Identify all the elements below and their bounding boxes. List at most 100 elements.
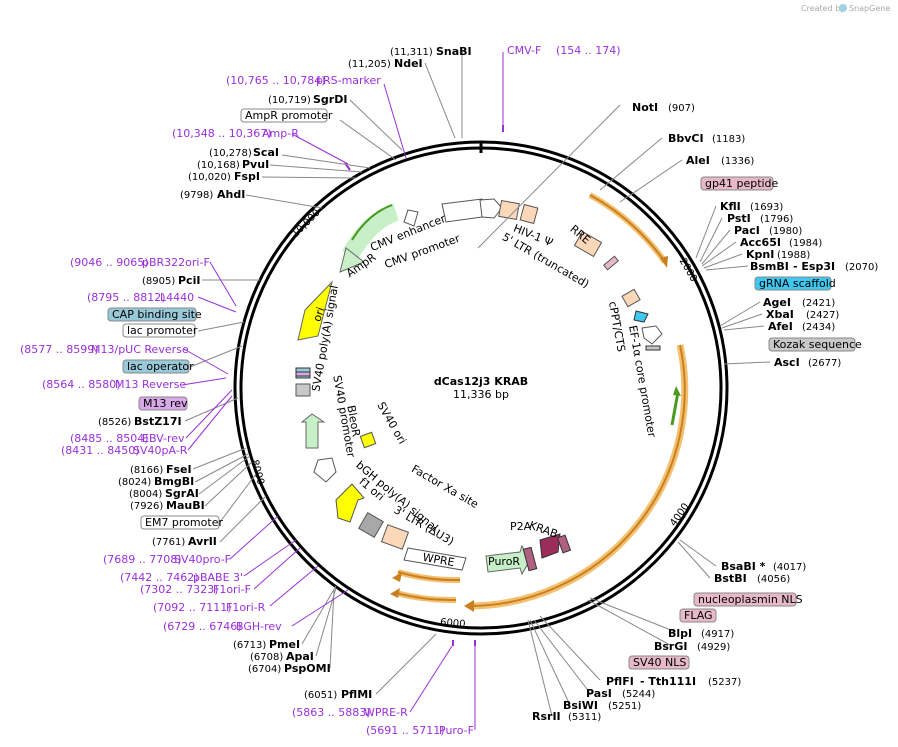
kpni-pos: (1988) <box>777 250 810 261</box>
fspi-pos: (10,020) <box>188 172 231 183</box>
bstbi-name: BstBI <box>714 572 747 585</box>
pflfi-pos: (5237) <box>708 677 741 688</box>
snapgene-logo-icon <box>839 4 847 12</box>
rre-feature <box>573 230 603 258</box>
ebv-range: (8485 .. 8504) <box>70 432 149 445</box>
ampr-name: Amp-R <box>262 127 299 140</box>
krab-feature <box>539 533 561 559</box>
snabi-name: SnaBI <box>436 45 472 58</box>
pflmi-pos: (6051) <box>304 690 337 701</box>
agei-pos: (2421) <box>802 298 835 309</box>
pbr-range: (9046 .. 9065) <box>70 256 149 269</box>
bsiwi-pos: (5251) <box>608 701 641 712</box>
kfli-name: KflI <box>720 200 741 213</box>
kpni-name: KpnI <box>746 248 774 261</box>
em7-box <box>140 515 220 530</box>
fspi-name: FspI <box>234 170 260 183</box>
apai-pos: (6708) <box>250 652 283 663</box>
prs-range: (10,765 .. 10,784) <box>226 74 326 87</box>
sv40pro-name: SV40pro-F <box>174 553 231 566</box>
pvui-pos: (10,168) <box>197 160 240 171</box>
pbabe-name: pBABE 3' <box>193 571 243 584</box>
ef1a-arrow <box>670 391 680 426</box>
pcii-name: PciI <box>178 274 200 287</box>
scai-name: ScaI <box>253 146 279 159</box>
tick-4000: 4000 <box>668 501 692 528</box>
bbvci-pos: (1183) <box>712 134 745 145</box>
sgrdi-pos: (10,719) <box>268 95 311 106</box>
bsabi-pos: (4017) <box>773 562 806 573</box>
pflfi-name: PflFI <box>606 675 634 688</box>
sv40pa-feature <box>295 383 311 397</box>
cap-box <box>107 307 197 322</box>
cmvf-range: (154 .. 174) <box>556 44 621 57</box>
wpre-feature <box>403 547 467 571</box>
label-krab: KRAB <box>527 519 559 541</box>
xbai-name: XbaI <box>766 308 794 321</box>
ahdi-name: AhdI <box>217 188 245 201</box>
fsei-name: FseI <box>166 463 192 476</box>
pflmi-name: PflMI <box>341 688 372 701</box>
blpi-name: BlpI <box>668 627 692 640</box>
bsabi-name: BsaBI * <box>721 560 766 573</box>
sv40pa-range: (8431 .. 8450) <box>61 444 140 457</box>
kozak-feature <box>645 345 661 351</box>
ampr-arc-inner <box>351 204 393 241</box>
amprp-box <box>240 108 328 123</box>
m13puc-name: M13/pUC Reverse <box>91 343 189 356</box>
lacp-label: lac promoter <box>127 324 198 337</box>
p2a-feature <box>522 546 538 572</box>
ndei-name: NdeI <box>394 57 423 70</box>
nls-box <box>693 592 797 607</box>
plasmid-size: 11,336 bp <box>453 388 509 401</box>
pasi-pos: (5244) <box>622 689 655 700</box>
pvui-name: PvuI <box>242 158 269 171</box>
label-factorxa: Factor Xa site <box>409 462 480 511</box>
ampr-range: (10,348 .. 10,367) <box>172 127 272 140</box>
f1orif-name: F1ori-F <box>213 583 251 596</box>
rsrii-pos: (5311) <box>568 712 601 723</box>
avrii-name: AvrII <box>188 535 217 548</box>
m13rev-range: (8564 .. 8580) <box>42 378 121 391</box>
hiv-psi-feature <box>519 203 539 225</box>
cmvf-name: CMV-F <box>507 44 541 57</box>
acc65i-name: Acc65I <box>740 236 781 249</box>
xbai-pos: (2427) <box>806 310 839 321</box>
sv40nls-box <box>628 655 690 670</box>
bbvci-name: BbvCI <box>668 132 704 145</box>
ampr-arc <box>342 203 400 260</box>
bstz-pos: (8526) <box>98 417 131 428</box>
gp41-arrowhead <box>660 256 668 268</box>
gp41-label: gp41 peptide <box>705 177 779 190</box>
esp3i-name: - Esp3I <box>793 260 835 273</box>
ef1a-arrowhead <box>673 386 681 396</box>
em7-label: EM7 promoter <box>145 516 223 529</box>
sv40nls-label: SV40 NLS <box>633 656 686 669</box>
afei-name: AfeI <box>768 320 793 333</box>
grna-label: gRNA scaffold <box>759 277 836 290</box>
label-wpre: WPRE <box>422 551 456 569</box>
maubi-name: MauBI <box>166 499 205 512</box>
alei-name: AleI <box>686 154 710 167</box>
kozak-box <box>768 337 856 352</box>
bstbi-pos: (4056) <box>757 574 790 585</box>
bgh-range: (6729 .. 6746) <box>163 620 242 633</box>
tth111i-name: - Tth111I <box>640 675 696 688</box>
apai-name: ApaI <box>286 650 314 663</box>
tick-10000: 10,000 <box>290 207 323 240</box>
bleor-feature <box>300 413 326 449</box>
pmei-pos: (6713) <box>233 640 266 651</box>
m13rev-name: M13 Reverse <box>115 378 186 391</box>
primer-leaders <box>181 52 504 730</box>
pspomi-pos: (6704) <box>248 664 281 675</box>
ebv-name: EBV-rev <box>142 432 185 445</box>
sv40-promoter-feature <box>313 457 337 483</box>
m13-label: M13 rev <box>143 397 188 410</box>
bsrgi-pos: (4929) <box>697 642 730 653</box>
label-cppt: cPPT/CTS <box>606 300 628 353</box>
bstz-name: BstZ17I <box>134 415 182 428</box>
avrii-pos: (7761) <box>152 537 185 548</box>
tick-6000: 6000 <box>440 617 466 630</box>
bgh-pa-feature <box>358 512 384 538</box>
asci-name: AscI <box>774 356 800 369</box>
